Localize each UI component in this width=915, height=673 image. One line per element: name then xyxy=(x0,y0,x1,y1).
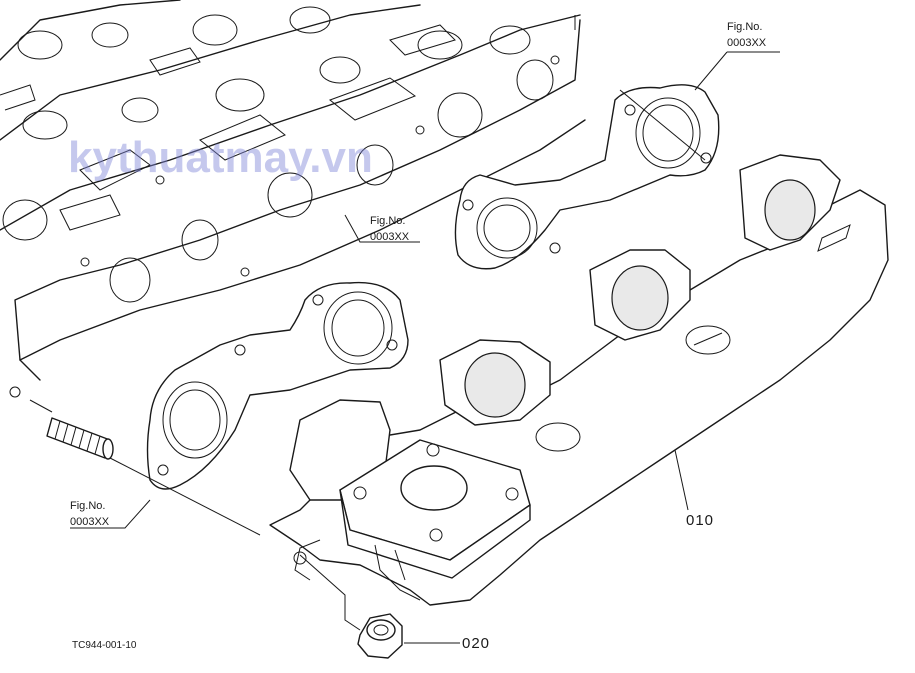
callout-fig-top-right: Fig.No. 0003XX xyxy=(727,21,767,49)
callout-fig-top-right-line1: Fig.No. xyxy=(727,21,762,33)
drawing-code: TC944-001-10 xyxy=(72,640,137,651)
part-number-manifold: 010 xyxy=(686,512,714,529)
stud-bolt xyxy=(46,417,114,460)
callout-fig-center: Fig.No. 0003XX xyxy=(370,215,410,243)
flange-nut xyxy=(357,613,403,659)
gasket-lower xyxy=(146,281,409,490)
part-number-nut: 020 xyxy=(462,635,490,652)
callout-fig-center-line1: Fig.No. xyxy=(370,215,405,227)
callout-fig-left-line2: 0003XX xyxy=(70,516,110,528)
callout-fig-left-line1: Fig.No. xyxy=(70,500,105,512)
callout-fig-left: Fig.No. 0003XX xyxy=(70,500,110,528)
callout-fig-top-right-line2: 0003XX xyxy=(727,37,767,49)
gasket-upper xyxy=(454,84,720,270)
exhaust-manifold xyxy=(269,154,889,606)
cylinder-head xyxy=(0,0,586,398)
watermark-text: kythuatmay.vn xyxy=(68,133,373,182)
leader-lines xyxy=(29,15,780,644)
callout-fig-center-line2: 0003XX xyxy=(370,231,410,243)
